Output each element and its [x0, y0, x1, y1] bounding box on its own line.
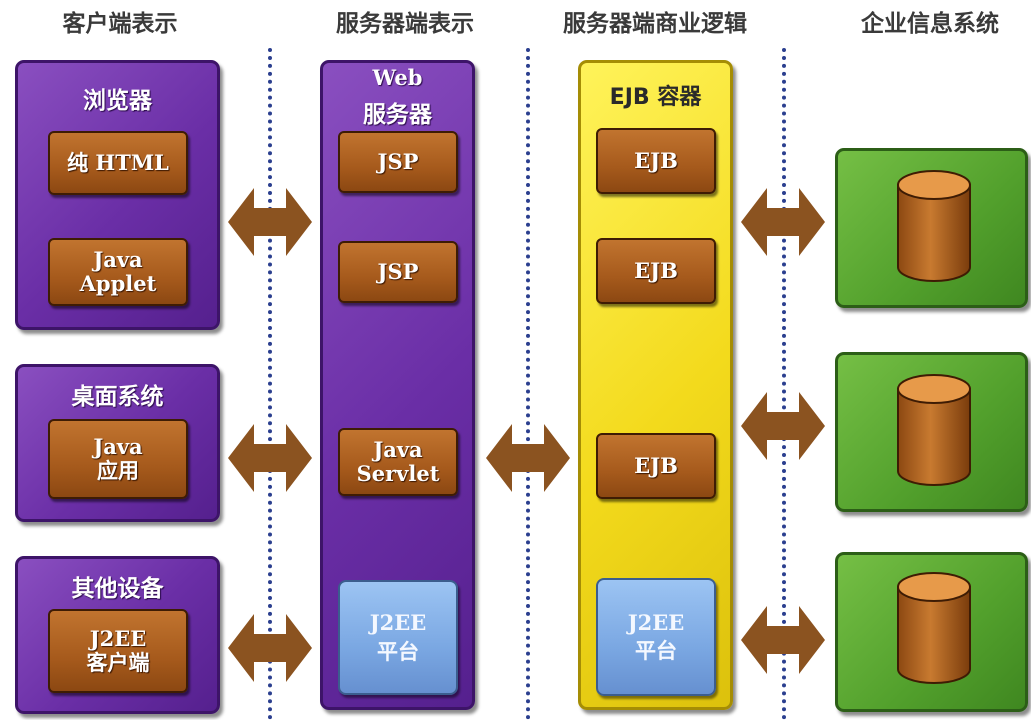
jsp-label-1: JSP [377, 148, 419, 174]
header-business: 服务器端商业逻辑 [563, 11, 747, 37]
browser-title: 浏览器 [83, 88, 152, 114]
java-app-label-line2: 应用 [97, 458, 139, 483]
other-devices-panel: 其他设备 J2EE 客户端 [15, 556, 220, 714]
bidirectional-arrow-icon [228, 188, 312, 256]
eis-panel-3 [835, 552, 1028, 712]
web-server-title-line2: 服务器 [363, 102, 432, 128]
web-server-panel: Web 服务器 JSP JSP Java Servlet J2EE 平台 [320, 60, 475, 710]
jsp-label-2: JSP [377, 258, 419, 284]
desktop-title: 桌面系统 [71, 384, 164, 410]
database-icon [897, 170, 971, 282]
ejb-box-2: EJB [596, 238, 716, 304]
bidirectional-arrow-icon [228, 614, 312, 682]
tier-divider-2 [526, 48, 530, 720]
java-servlet-label-line1: Java [373, 436, 423, 462]
ejb-label-1: EJB [634, 147, 678, 173]
header-web: 服务器端表示 [336, 11, 474, 37]
java-app-label-line1: Java [93, 433, 143, 459]
database-icon [897, 374, 971, 486]
ejb-box-3: EJB [596, 433, 716, 499]
desktop-panel: 桌面系统 Java 应用 [15, 364, 220, 522]
tier-divider-1 [268, 48, 272, 720]
pure-html-box: 纯 HTML [48, 131, 188, 195]
bidirectional-arrow-icon [741, 188, 825, 256]
web-j2ee-platform-line2: 平台 [377, 638, 419, 664]
j2ee-client-box: J2EE 客户端 [48, 609, 188, 693]
ejb-container-title: EJB 容器 [609, 85, 702, 110]
web-j2ee-platform-line1: J2EE [369, 610, 427, 636]
ejb-container-panel: EJB 容器 EJB EJB EJB J2EE 平台 [578, 60, 733, 710]
database-icon [897, 572, 971, 684]
ejb-box-1: EJB [596, 128, 716, 194]
bidirectional-arrow-icon [741, 392, 825, 460]
header-client: 客户端表示 [62, 11, 178, 37]
jsp-box-1: JSP [338, 131, 458, 193]
eis-panel-1 [835, 148, 1028, 308]
header-eis: 企业信息系统 [861, 11, 999, 37]
jsp-box-2: JSP [338, 241, 458, 303]
eis-panel-2 [835, 352, 1028, 512]
java-servlet-box: Java Servlet [338, 428, 458, 496]
web-server-title-line1: Web [372, 65, 423, 90]
ejb-label-2: EJB [634, 257, 678, 283]
bidirectional-arrow-icon [228, 424, 312, 492]
j2ee-client-label-line2: 客户端 [86, 650, 150, 675]
bidirectional-arrow-icon [741, 606, 825, 674]
java-applet-label-line1: Java [93, 246, 143, 272]
other-devices-title: 其他设备 [71, 576, 164, 602]
web-j2ee-platform-box: J2EE 平台 [338, 580, 458, 695]
java-app-box: Java 应用 [48, 419, 188, 499]
ejb-j2ee-platform-line1: J2EE [627, 609, 685, 635]
browser-panel: 浏览器 纯 HTML Java Applet [15, 60, 220, 330]
java-servlet-label-line2: Servlet [356, 461, 440, 486]
bidirectional-arrow-icon [486, 424, 570, 492]
tier-divider-3 [782, 48, 786, 720]
ejb-label-3: EJB [634, 452, 678, 478]
java-applet-label-line2: Applet [79, 271, 157, 296]
ejb-j2ee-platform-line2: 平台 [635, 638, 677, 663]
j2ee-client-label-line1: J2EE [89, 625, 147, 651]
java-applet-box: Java Applet [48, 238, 188, 306]
pure-html-label: 纯 HTML [67, 149, 169, 175]
ejb-j2ee-platform-box: J2EE 平台 [596, 578, 716, 696]
